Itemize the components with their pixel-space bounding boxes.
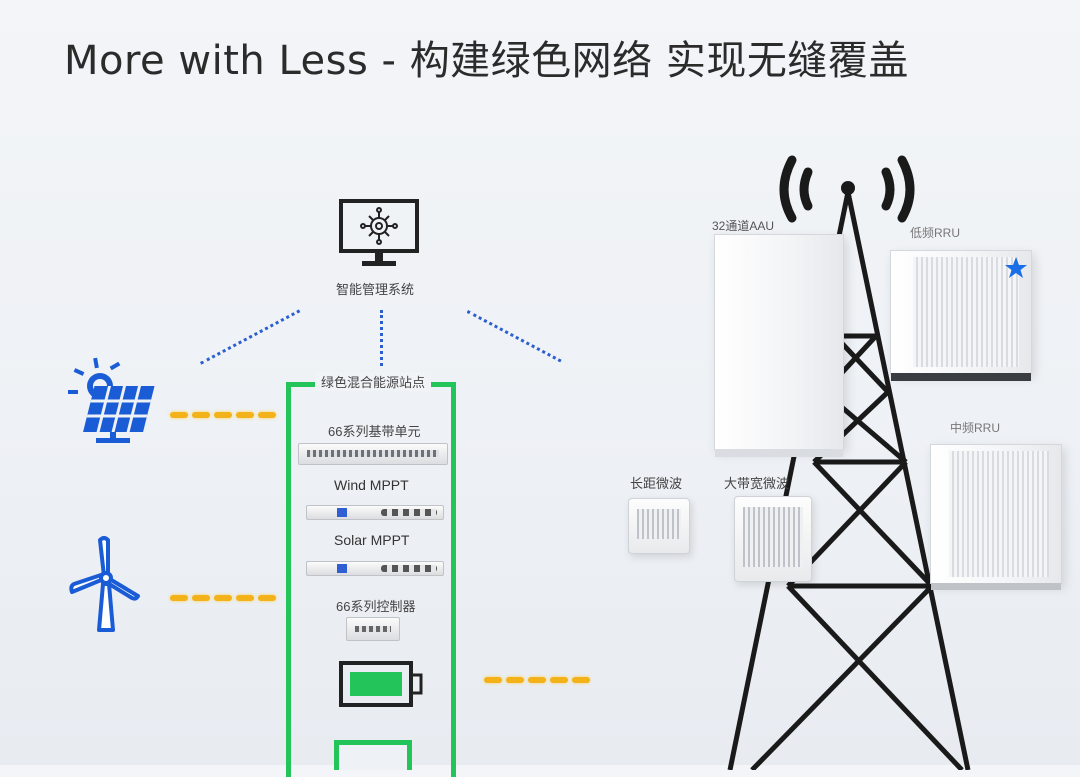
baseband-unit-label: 66系列基带单元	[328, 424, 421, 439]
page-title: More with Less - 构建绿色网络 实现无缝覆盖	[64, 38, 909, 84]
station-base-notch	[334, 740, 412, 770]
link-line-right	[466, 310, 562, 363]
link-line-left	[200, 309, 301, 365]
wind-turbine-icon	[66, 536, 146, 641]
mid-rru-label: 中频RRU	[950, 421, 1000, 435]
low-rru-unit	[890, 250, 1032, 381]
controller-label: 66系列控制器	[336, 599, 416, 614]
wind-mppt-label: Wind MPPT	[334, 477, 409, 493]
baseband-unit-device	[298, 443, 448, 465]
wind-mppt-device	[306, 505, 444, 520]
solar-panel-icon	[66, 356, 158, 449]
led-strip-solar	[170, 412, 280, 418]
low-rru-label: 低频RRU	[910, 226, 960, 240]
link-line-center	[380, 310, 383, 366]
solar-mppt-label: Solar MPPT	[334, 532, 410, 548]
station-title: 绿色混合能源站点	[315, 372, 432, 391]
long-microwave-unit	[628, 498, 690, 554]
solar-mppt-device	[306, 561, 444, 576]
long-microwave-label: 长距微波	[630, 476, 683, 491]
management-monitor-icon	[338, 198, 420, 275]
favorite-star-icon	[1004, 256, 1028, 285]
battery-icon	[338, 660, 426, 713]
led-strip-wind	[170, 595, 280, 601]
management-label: 智能管理系统	[336, 282, 415, 297]
aau-unit	[714, 234, 844, 457]
green-energy-station-frame	[286, 382, 456, 777]
wide-microwave-unit	[734, 496, 812, 582]
led-strip-output	[484, 677, 594, 683]
controller-device	[346, 617, 400, 641]
wide-microwave-label: 大带宽微波	[724, 476, 790, 491]
aau-label: 32通道AAU	[712, 219, 775, 233]
mid-rru-unit	[930, 444, 1062, 590]
